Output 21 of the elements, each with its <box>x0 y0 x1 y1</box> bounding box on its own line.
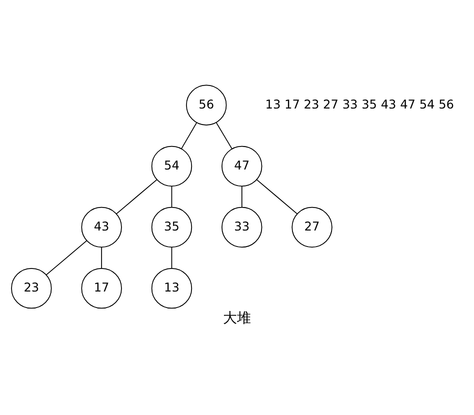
node-circle: 33 <box>222 206 262 248</box>
connector <box>171 185 172 208</box>
node-circle: 56 <box>186 84 227 125</box>
node-circle: 54 <box>151 145 192 186</box>
connector <box>116 178 158 214</box>
connector <box>180 122 198 149</box>
connector <box>46 240 88 276</box>
node-circle: 23 <box>11 267 52 308</box>
connector <box>241 185 242 208</box>
node-circle: 17 <box>81 267 122 308</box>
connector <box>101 246 102 268</box>
node-circle: 35 <box>151 206 192 248</box>
node-circle: 47 <box>222 145 262 186</box>
label: 13 17 23 27 33 35 43 47 54 56 <box>265 96 454 111</box>
node-circle: 27 <box>292 206 332 248</box>
node-circle: 43 <box>81 206 122 248</box>
node-circle: 13 <box>151 267 192 308</box>
connector <box>256 178 298 214</box>
connector <box>171 246 172 268</box>
connector <box>216 122 232 149</box>
caption: 大堆 <box>222 310 251 326</box>
